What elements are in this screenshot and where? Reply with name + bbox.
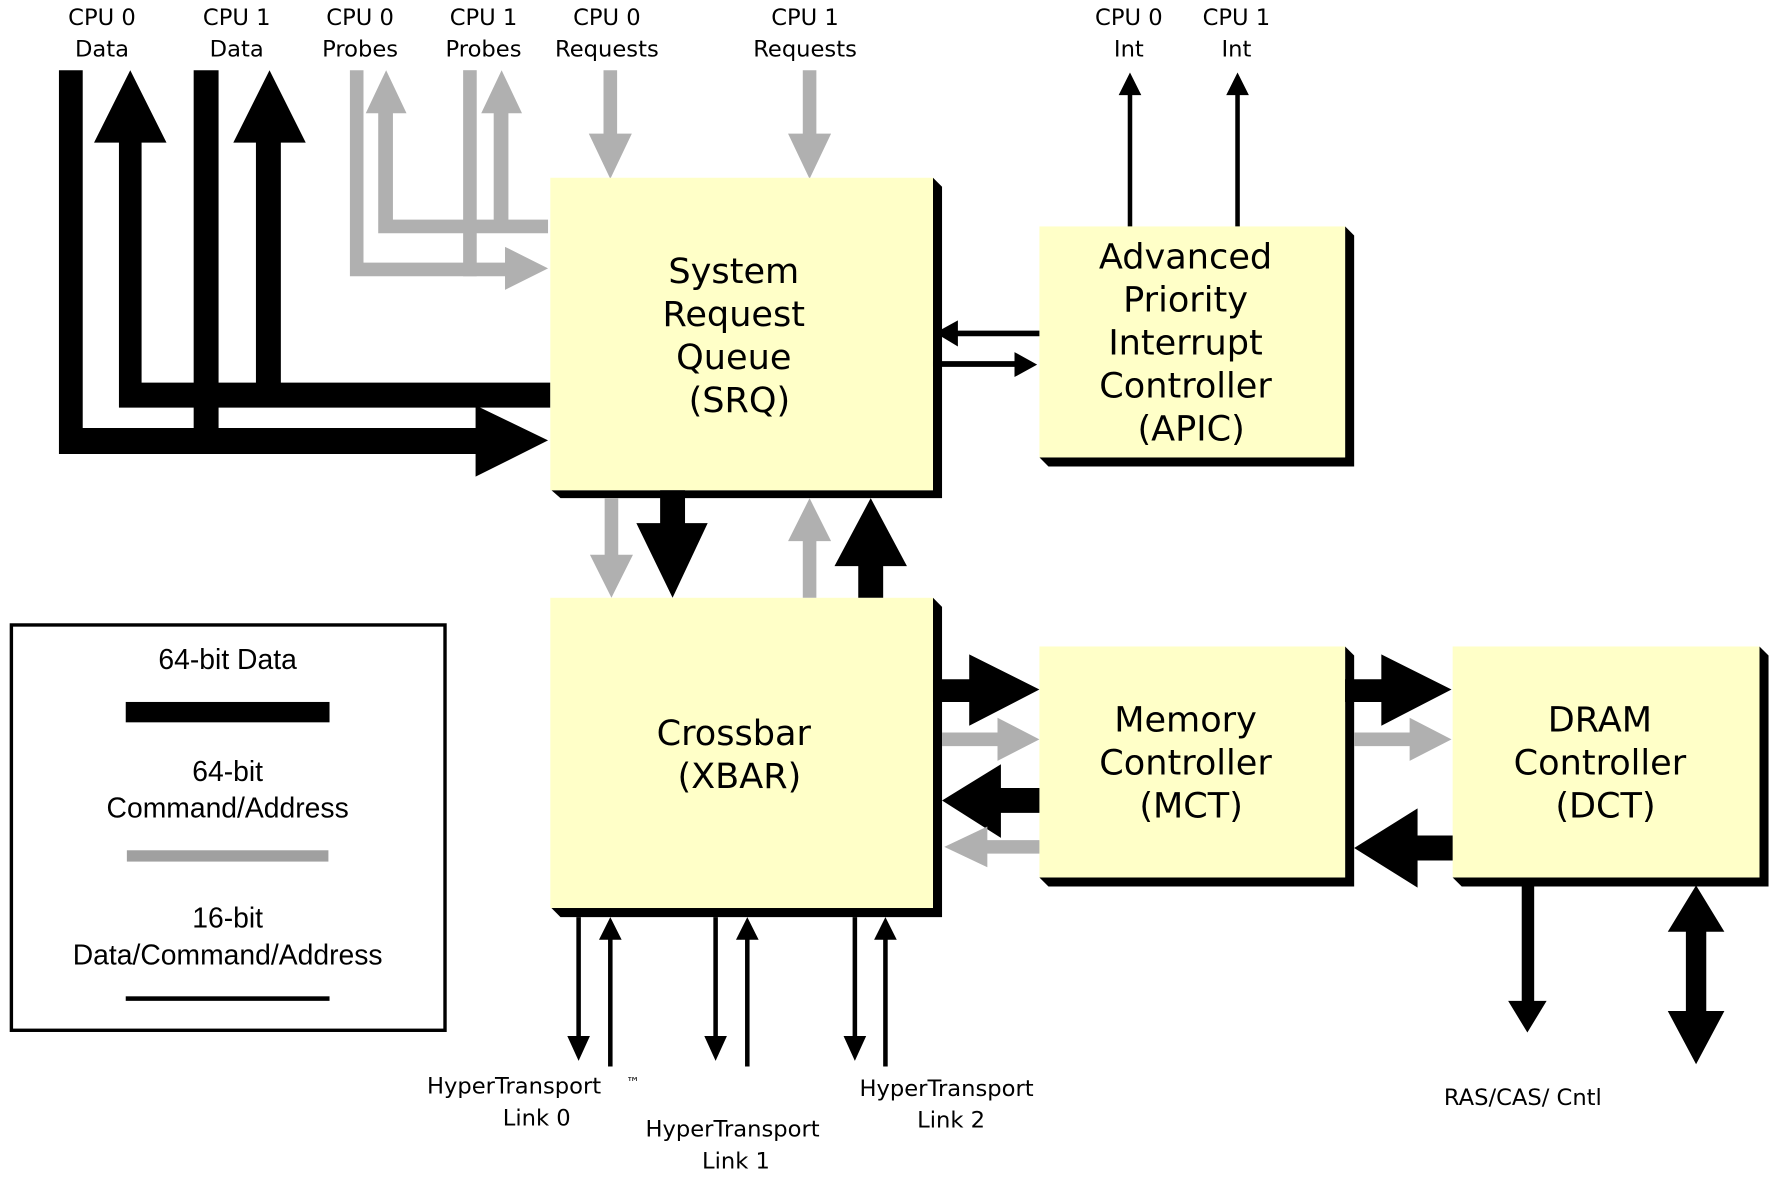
- hypertransport-links: [567, 917, 897, 1067]
- ht-link0-out-arrow: [567, 917, 590, 1061]
- label-ras-cas-cntl: RAS/CAS/ Cntl: [1444, 1085, 1602, 1111]
- mct-box: [1039, 646, 1346, 878]
- dram-data-bidirectional-arrow: [1667, 885, 1725, 1065]
- xbar-to-srq-gray: [788, 498, 832, 598]
- block-mct: Memory Controller (MCT): [1039, 646, 1355, 887]
- cpu1-request-arrow: [788, 70, 832, 179]
- xbar-box: [550, 597, 933, 909]
- dct-box: [1452, 646, 1760, 878]
- apic-box: [1039, 226, 1346, 458]
- dct-label: DRAM Controller (DCT): [1514, 699, 1698, 826]
- xbar-label: Crossbar (XBAR): [657, 713, 823, 797]
- xbar-to-srq-black: [834, 498, 907, 598]
- xbar-mct-buses: [932, 654, 1040, 868]
- apic-label: Advanced Priority Interrupt Controller (…: [1099, 236, 1283, 449]
- trademark-symbol: ™: [626, 1075, 640, 1091]
- ras-cas-arrow: [1508, 877, 1547, 1033]
- mct-to-xbar-black: [942, 764, 1040, 838]
- legend-label-64bit-data: 64-bit Data: [158, 643, 297, 675]
- apic-interrupt-lines: [932, 72, 1249, 378]
- cpu-probe-buses: [349, 70, 549, 290]
- block-xbar: Crossbar (XBAR): [550, 597, 943, 918]
- ht-link2-in-arrow: [874, 917, 897, 1067]
- cpu-data-to-srq-bus: [58, 70, 549, 477]
- block-dct: DRAM Controller (DCT): [1452, 646, 1769, 887]
- dct-dram-lines: [1508, 877, 1725, 1065]
- ht-link1-in-arrow: [735, 917, 759, 1067]
- cpu-data-buses: [58, 70, 551, 477]
- srq-to-cpu-data-bus: [94, 70, 551, 408]
- cpu0-int-arrow: [1118, 72, 1142, 227]
- srq-label: System Request Queue (SRQ): [663, 251, 817, 421]
- probe-cpu1-drop: [463, 70, 477, 277]
- srq-to-xbar-black: [636, 490, 708, 598]
- cpu0-request-arrow: [588, 70, 632, 179]
- probes-to-srq-bus: [349, 70, 549, 290]
- legend-swatch-64bit-cmd-addr: [126, 850, 329, 862]
- legend-swatch-16bit-data-cmd-addr: [125, 996, 330, 1001]
- ht-link1-out-arrow: [704, 917, 727, 1061]
- cpu1-int-arrow: [1226, 72, 1249, 227]
- mct-to-dct-gray: [1354, 717, 1452, 761]
- srq-box: [550, 177, 933, 491]
- mct-label: Memory Controller (MCT): [1099, 699, 1283, 826]
- xbar-to-mct-gray: [942, 717, 1040, 761]
- mct-to-xbar-gray: [944, 826, 1040, 868]
- ht-link2-out-arrow: [843, 917, 867, 1061]
- dct-to-mct-black: [1354, 808, 1453, 888]
- block-apic: Advanced Priority Interrupt Controller (…: [1039, 226, 1355, 467]
- mct-dct-buses: [1345, 654, 1453, 888]
- legend-border: [9, 623, 447, 1032]
- cpu-request-arrows: [588, 70, 832, 179]
- mct-to-dct-black: [1345, 654, 1452, 726]
- legend-swatch-64bit-data: [125, 701, 330, 723]
- xbar-to-mct-black: [932, 654, 1040, 726]
- block-srq: System Request Queue (SRQ): [550, 177, 943, 499]
- srq-xbar-buses: [589, 490, 907, 598]
- srq-to-probes-bus: [365, 70, 549, 234]
- ht-link0-in-arrow: [598, 917, 622, 1067]
- srq-to-apic-arrow: [932, 352, 1038, 378]
- apic-to-srq-arrow: [935, 320, 1040, 347]
- srq-to-xbar-gray: [589, 498, 633, 598]
